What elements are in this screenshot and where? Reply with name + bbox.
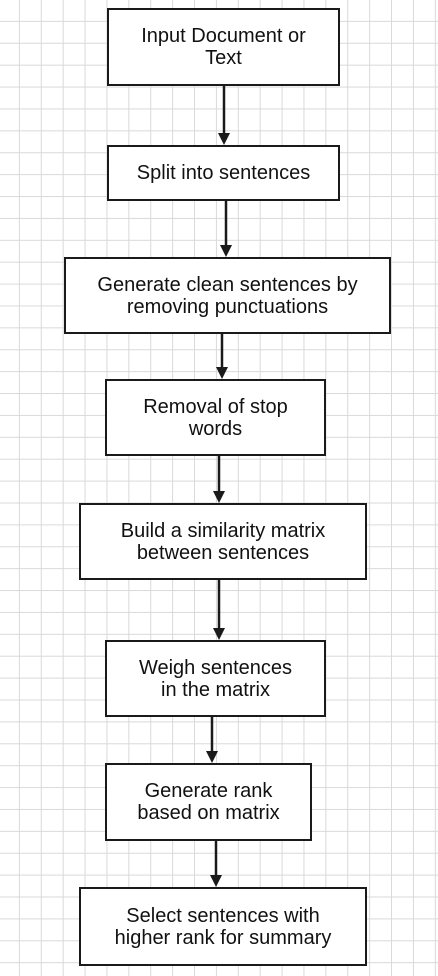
node-split-sentences: Split into sentences xyxy=(107,145,340,201)
connector-arrow xyxy=(213,456,225,503)
connector-arrow xyxy=(218,86,230,145)
arrowhead-icon xyxy=(216,367,228,379)
connector-arrow xyxy=(213,580,225,640)
arrowhead-icon xyxy=(210,875,222,887)
node-label: Split into sentences xyxy=(136,162,311,184)
connector-arrow xyxy=(220,201,232,257)
arrowhead-icon xyxy=(213,628,225,640)
arrowhead-icon xyxy=(218,133,230,145)
arrowhead-icon xyxy=(213,491,225,503)
arrowhead-icon xyxy=(220,245,232,257)
connector-arrow xyxy=(210,841,222,887)
connector-arrow xyxy=(206,717,218,763)
connector-arrow xyxy=(216,334,228,379)
arrowhead-icon xyxy=(206,751,218,763)
